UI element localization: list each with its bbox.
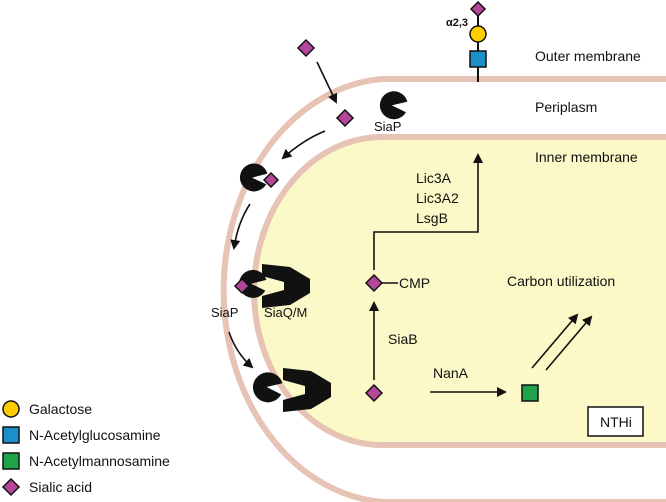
siap-bound [239, 163, 268, 192]
carbon-utilization-label: Carbon utilization [507, 273, 615, 289]
legend-glcnac-icon [2, 426, 20, 444]
siap-docked [238, 269, 267, 298]
transferase-lic3a2: Lic3A2 [416, 190, 459, 206]
arrow-carbon-1 [531, 313, 579, 369]
arrow-release [228, 331, 254, 369]
siap-empty [252, 372, 283, 403]
legend: Galactose N-Acetylglucosamine N-Acetylma… [1, 400, 170, 497]
nana-label: NanA [433, 365, 469, 381]
transferase-lic3a: Lic3A [416, 170, 452, 186]
sialic-acid-cmp [364, 273, 384, 293]
inner-membrane-label: Inner membrane [535, 149, 638, 165]
surface-glycan: α2,3 [446, 0, 487, 82]
siaqm-transporter-empty [283, 368, 331, 412]
legend-galactose-icon [2, 400, 20, 418]
legend-galactose-label: Galactose [29, 401, 92, 417]
transferase-lsgb: LsgB [416, 210, 448, 226]
glycan-galactose [469, 25, 487, 43]
glycan-linkage-label: α2,3 [446, 17, 468, 29]
legend-glcnac-label: N-Acetylglucosamine [29, 427, 161, 443]
sialic-acid-bound [262, 171, 280, 189]
arrow-transfer [373, 153, 483, 270]
mannac-square [521, 384, 539, 402]
arrow-carbon-2 [545, 315, 593, 371]
glycan-glcnac [469, 50, 487, 68]
sialic-acid-cytoplasm [364, 383, 384, 403]
arrow-entry [316, 61, 338, 104]
siaqm-transporter [262, 264, 310, 308]
periplasm-label: Periplasm [535, 99, 597, 115]
sialic-acid-docked [233, 277, 251, 295]
sialic-acid-external [296, 38, 316, 58]
organism-label: NTHi [600, 414, 632, 430]
arrow-to-transporter [230, 203, 251, 250]
outer-membrane-label: Outer membrane [535, 48, 641, 64]
siap-binding-protein [379, 91, 408, 120]
sialic-acid-periplasm [335, 108, 355, 128]
siaqm-label: SiaQ/M [264, 305, 307, 320]
legend-sialic-acid-icon [1, 477, 21, 497]
siap-periplasm-label: SiaP [374, 119, 401, 134]
glycan-sialic-acid [469, 0, 487, 18]
legend-sialic-acid-label: Sialic acid [29, 479, 92, 495]
organism-box [587, 406, 644, 437]
siab-label: SiaB [388, 331, 418, 347]
siap-transporter-label: SiaP [211, 305, 238, 320]
cmp-label: CMP [399, 275, 430, 291]
legend-mannac-icon [2, 452, 20, 470]
legend-mannac-label: N-Acetylmannosamine [29, 453, 170, 469]
arrow-binding [281, 130, 326, 160]
